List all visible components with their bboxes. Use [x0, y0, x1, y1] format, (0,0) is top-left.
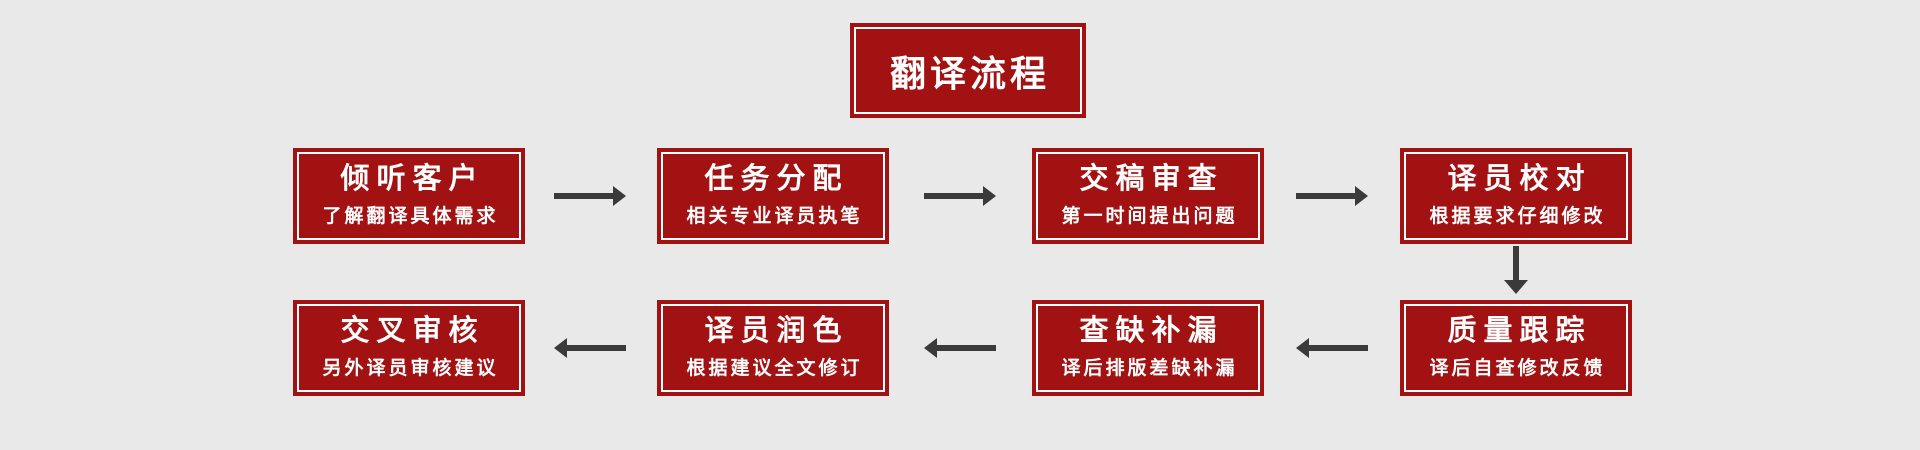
arrow-head — [1355, 186, 1368, 206]
step-title: 交稿审查 — [1079, 162, 1224, 195]
step-subtitle: 译后排版差缺补漏 — [1061, 358, 1238, 380]
arrow-shaft — [1296, 193, 1356, 199]
step-box-content: 译员校对 根据要求仔细修改 — [1404, 152, 1628, 240]
step-box-content: 查缺补漏 译后排版差缺补漏 — [1036, 304, 1260, 392]
step-box-translator-proofreading: 译员校对 根据要求仔细修改 — [1400, 148, 1632, 244]
step-box-listen-to-client: 倾听客户 了解翻译具体需求 — [293, 148, 525, 244]
step-subtitle: 译后自查修改反馈 — [1429, 358, 1606, 380]
arrow-shaft — [554, 193, 614, 199]
step-box-content: 译员润色 根据建议全文修订 — [661, 304, 885, 392]
arrow-shaft — [566, 345, 626, 351]
step-box-draft-review: 交稿审查 第一时间提出问题 — [1032, 148, 1264, 244]
arrow-right-icon — [554, 186, 626, 206]
step-box-task-assignment: 任务分配 相关专业译员执笔 — [657, 148, 889, 244]
arrow-right-icon — [924, 186, 996, 206]
step-title: 查缺补漏 — [1079, 314, 1224, 347]
arrow-head — [613, 186, 626, 206]
step-box-cross-review: 交叉审核 另外译员审核建议 — [293, 300, 525, 396]
step-subtitle: 另外译员审核建议 — [322, 358, 499, 380]
arrow-head — [1504, 280, 1528, 294]
step-box-content: 倾听客户 了解翻译具体需求 — [297, 152, 521, 240]
arrow-head — [554, 338, 567, 358]
arrow-head — [1296, 338, 1309, 358]
arrow-right-icon — [1296, 186, 1368, 206]
diagram-title-box: 翻译流程 — [850, 23, 1086, 118]
arrow-shaft — [924, 193, 984, 199]
step-box-content: 质量跟踪 译后自查修改反馈 — [1404, 304, 1628, 392]
step-title: 交叉审核 — [340, 314, 485, 347]
arrow-shaft — [1308, 345, 1368, 351]
arrow-shaft — [936, 345, 996, 351]
step-subtitle: 根据要求仔细修改 — [1429, 206, 1606, 228]
arrow-head — [983, 186, 996, 206]
arrow-head — [924, 338, 937, 358]
diagram-title: 翻译流程 — [854, 27, 1082, 114]
step-box-gap-filling: 查缺补漏 译后排版差缺补漏 — [1032, 300, 1264, 396]
step-subtitle: 相关专业译员执笔 — [686, 206, 863, 228]
arrow-left-icon — [554, 338, 626, 358]
step-box-content: 交叉审核 另外译员审核建议 — [297, 304, 521, 392]
step-title: 任务分配 — [704, 162, 849, 195]
step-subtitle: 了解翻译具体需求 — [322, 206, 499, 228]
step-subtitle: 根据建议全文修订 — [686, 358, 863, 380]
step-box-quality-tracking: 质量跟踪 译后自查修改反馈 — [1400, 300, 1632, 396]
step-title: 译员润色 — [704, 314, 849, 347]
step-title: 倾听客户 — [340, 162, 485, 195]
step-subtitle: 第一时间提出问题 — [1061, 206, 1238, 228]
step-title: 质量跟踪 — [1447, 314, 1592, 347]
arrow-down-icon — [1504, 246, 1528, 294]
arrow-left-icon — [924, 338, 996, 358]
arrow-left-icon — [1296, 338, 1368, 358]
arrow-shaft — [1513, 246, 1519, 281]
step-box-translator-polishing: 译员润色 根据建议全文修订 — [657, 300, 889, 396]
step-title: 译员校对 — [1447, 162, 1592, 195]
step-box-content: 交稿审查 第一时间提出问题 — [1036, 152, 1260, 240]
step-box-content: 任务分配 相关专业译员执笔 — [661, 152, 885, 240]
